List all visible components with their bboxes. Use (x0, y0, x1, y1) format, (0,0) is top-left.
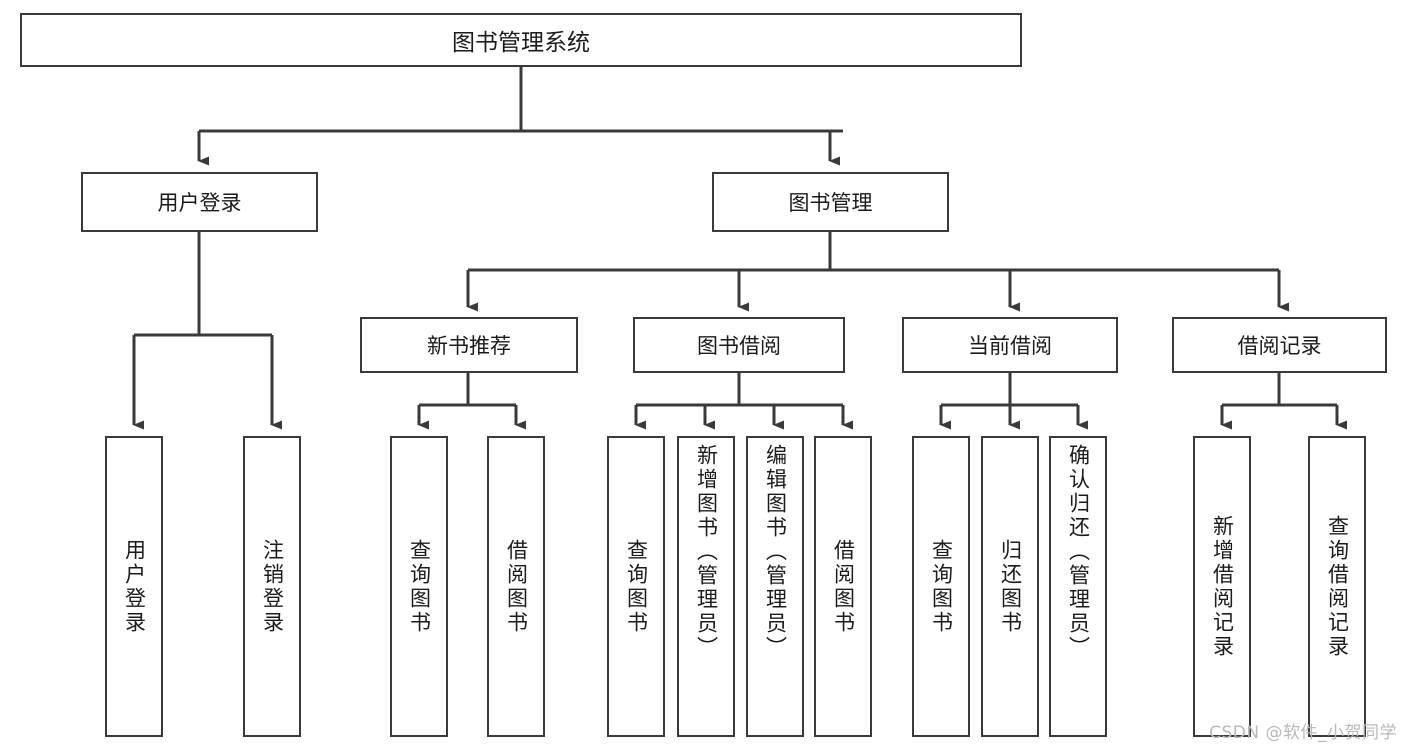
leaf-label: 查询图书 (407, 538, 432, 635)
leaf-label: 借阅图书 (504, 538, 529, 635)
node-root-system[interactable]: 图书管理系统 (20, 13, 1022, 67)
leaf-label: 查询图书 (929, 538, 954, 635)
leaf-label: 新增借阅记录 (1210, 514, 1235, 659)
leaf-user-login-logout[interactable]: 注销登录 (243, 436, 301, 737)
leaf-label: 查询图书 (624, 538, 649, 635)
leaf-label: 新增图书（管理员） (694, 444, 719, 660)
leaf-label: 编辑图书（管理员） (763, 444, 788, 660)
leaf-label: 注销登录 (260, 538, 285, 635)
leaf-label: 借阅图书 (831, 538, 856, 635)
leaf-label: 用户登录 (122, 538, 147, 635)
leaf-current-borrow-confirm-return-admin[interactable]: 确认归还（管理员） (1049, 436, 1107, 737)
leaf-current-borrow-return-book[interactable]: 归还图书 (981, 436, 1039, 737)
node-new-book-recommend[interactable]: 新书推荐 (360, 317, 578, 373)
leaf-borrow-record-add-record[interactable]: 新增借阅记录 (1193, 436, 1251, 737)
leaf-borrow-record-query-record[interactable]: 查询借阅记录 (1308, 436, 1366, 737)
leaf-book-borrow-edit-book-admin[interactable]: 编辑图书（管理员） (746, 436, 804, 737)
node-book-borrow[interactable]: 图书借阅 (633, 317, 845, 373)
node-user-login[interactable]: 用户登录 (81, 172, 318, 232)
leaf-new-book-query-book[interactable]: 查询图书 (390, 436, 448, 737)
leaf-book-borrow-query-book[interactable]: 查询图书 (607, 436, 665, 737)
leaf-book-borrow-borrow-book[interactable]: 借阅图书 (814, 436, 872, 737)
leaf-current-borrow-query-book[interactable]: 查询图书 (912, 436, 970, 737)
leaf-label: 查询借阅记录 (1325, 514, 1350, 659)
node-book-manage[interactable]: 图书管理 (712, 172, 949, 232)
leaf-label: 归还图书 (998, 538, 1023, 635)
node-current-borrow[interactable]: 当前借阅 (902, 317, 1118, 373)
node-borrow-record[interactable]: 借阅记录 (1172, 317, 1387, 373)
leaf-label: 确认归还（管理员） (1066, 444, 1091, 660)
leaf-user-login-login[interactable]: 用户登录 (105, 436, 163, 737)
leaf-new-book-borrow-book[interactable]: 借阅图书 (487, 436, 545, 737)
leaf-book-borrow-add-book-admin[interactable]: 新增图书（管理员） (677, 436, 735, 737)
